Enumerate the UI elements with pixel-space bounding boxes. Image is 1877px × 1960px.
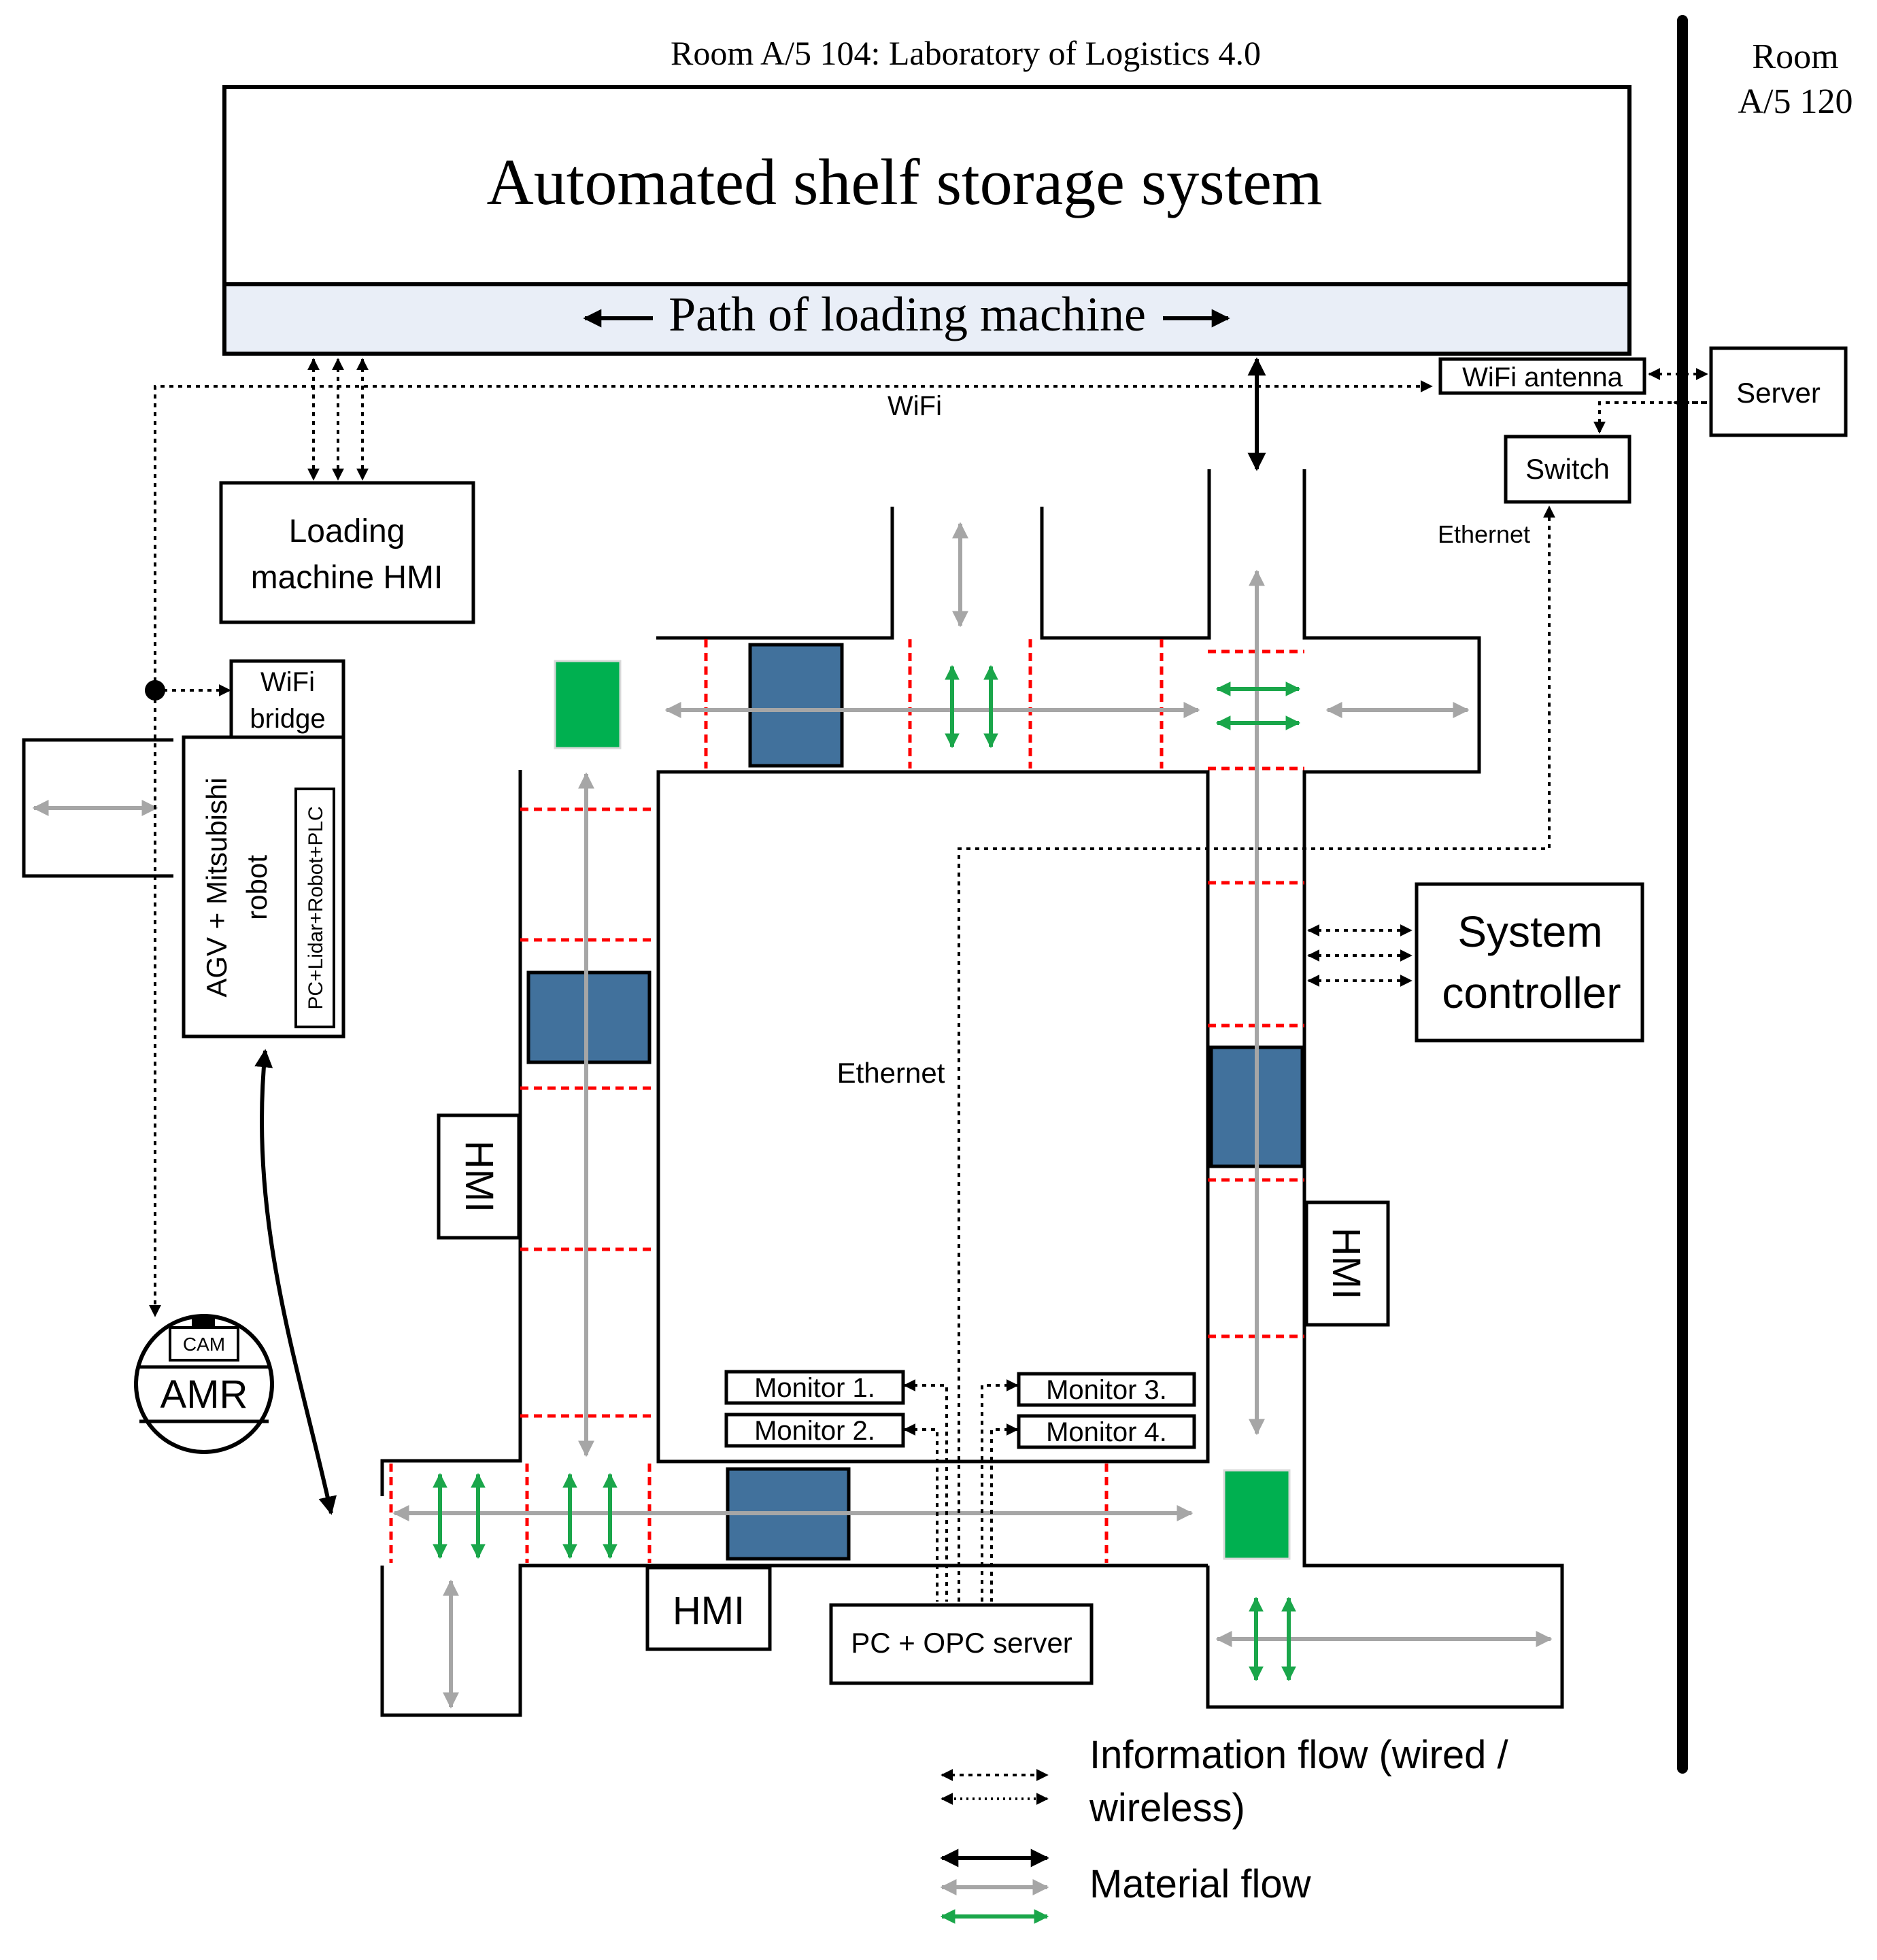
amr-label: AMR [160, 1372, 248, 1417]
green-station [1223, 1469, 1291, 1560]
blue-station [526, 970, 652, 1064]
svg-text:Monitor 1.: Monitor 1. [754, 1373, 875, 1403]
path-label: Path of loading machine [669, 287, 1146, 341]
automated-shelf-storage: Automated shelf storage system Path of l… [222, 85, 1631, 356]
svg-text:controller: controller [1442, 968, 1621, 1017]
svg-text:PC + OPC server: PC + OPC server [851, 1627, 1072, 1659]
svg-text:System: System [1457, 907, 1602, 956]
green-station [554, 660, 622, 749]
ethernet-label-center: Ethernet [837, 1057, 945, 1089]
material-flow-black-curve [254, 1049, 337, 1515]
wifi-antenna: WiFi antenna [1438, 357, 1646, 395]
information-flow [149, 358, 1708, 1602]
loading-machine-hmi: Loading machine HMI [219, 481, 475, 624]
legend-material-text: Material flow [1089, 1862, 1312, 1906]
svg-text:Monitor 4.: Monitor 4. [1046, 1417, 1167, 1447]
wifi-bridge: WiFi bridge [229, 659, 345, 739]
svg-text:Server: Server [1736, 377, 1821, 409]
svg-text:HMI: HMI [457, 1140, 501, 1213]
monitor-4: Monitor 4. [1017, 1414, 1196, 1449]
amr: CAM AMR [134, 1314, 274, 1454]
hmi-bottom: HMI [645, 1566, 772, 1651]
monitor-2: Monitor 2. [724, 1413, 905, 1448]
blue-station [748, 643, 844, 768]
room-title: Room A/5 104: Laboratory of Logistics 4.… [671, 34, 1261, 72]
wifi-label: WiFi [887, 391, 942, 421]
svg-text:bridge: bridge [250, 704, 325, 734]
svg-text:AGV + Mitsubishi: AGV + Mitsubishi [201, 777, 233, 997]
switch: Switch [1504, 435, 1631, 504]
material-flow-gray [32, 522, 1553, 1709]
svg-text:HMI: HMI [1324, 1228, 1368, 1300]
agv-mitsubishi-robot: AGV + Mitsubishi robot PC+Lidar+Robot+PL… [182, 735, 345, 1038]
svg-text:Monitor 2.: Monitor 2. [754, 1416, 875, 1446]
legend-info-text-1: Information flow (wired / [1089, 1733, 1509, 1777]
legend: Information flow (wired / wireless) Mate… [940, 1733, 1509, 1924]
hmi-left: HMI [437, 1113, 521, 1240]
room-right-line2: A/5 120 [1738, 82, 1853, 121]
svg-text:Monitor 3.: Monitor 3. [1046, 1375, 1167, 1405]
svg-text:machine HMI: machine HMI [251, 560, 443, 596]
pc-opc-server: PC + OPC server [829, 1603, 1094, 1685]
svg-text:Switch: Switch [1525, 453, 1610, 485]
cam-label: CAM [183, 1334, 225, 1355]
agv-inner-label: PC+Lidar+Robot+PLC [305, 806, 327, 1009]
corridor-walls [22, 469, 1564, 1717]
hmi-right: HMI [1304, 1200, 1390, 1327]
storage-title: Automated shelf storage system [486, 146, 1322, 218]
ethernet-label-small: Ethernet [1438, 520, 1530, 548]
svg-text:HMI: HMI [673, 1589, 745, 1633]
svg-text:WiFi antenna: WiFi antenna [1462, 362, 1623, 392]
server: Server [1709, 346, 1848, 437]
svg-text:Loading: Loading [289, 513, 405, 550]
svg-text:robot: robot [241, 855, 273, 920]
material-flow-green [433, 664, 1301, 1682]
room-right-line1: Room [1752, 37, 1838, 76]
monitor-3: Monitor 3. [1017, 1372, 1196, 1407]
wifi-junction-dot [145, 680, 165, 700]
legend-info-text-2: wireless) [1089, 1786, 1245, 1830]
svg-text:WiFi: WiFi [260, 667, 315, 697]
system-controller: System controller [1415, 882, 1644, 1043]
monitor-1: Monitor 1. [724, 1370, 905, 1405]
